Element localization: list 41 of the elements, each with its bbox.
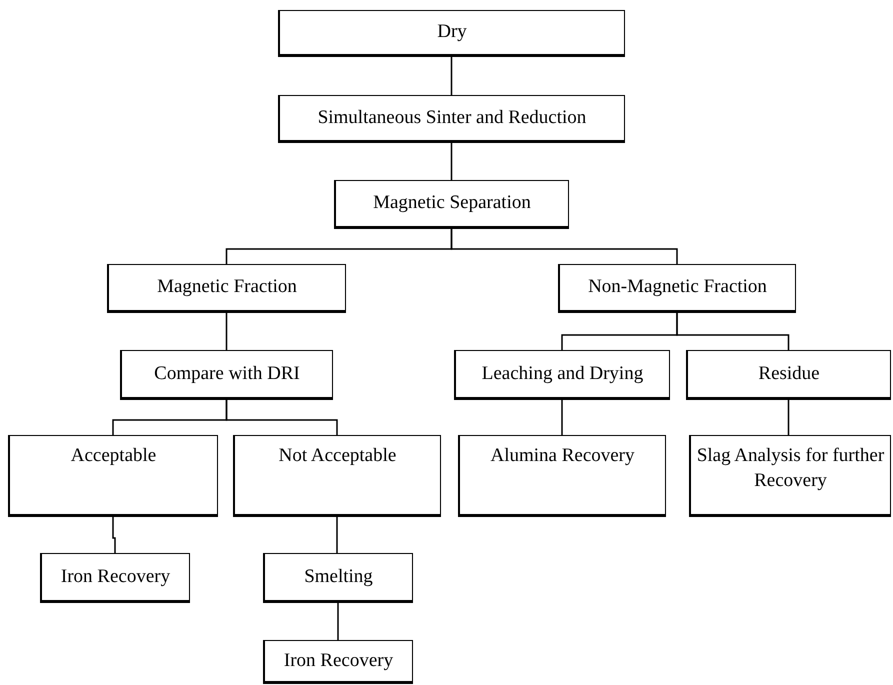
- process-box: [334, 180, 569, 229]
- step-label: Iron Recovery: [282, 648, 394, 673]
- process-box: [40, 553, 190, 603]
- process-box: [233, 435, 441, 517]
- connector-line: [450, 143, 452, 180]
- step-label: Simultaneous Sinter and Reduction: [316, 106, 588, 130]
- connector-line: [450, 229, 678, 264]
- step-label: Magnetic Separation: [372, 191, 532, 216]
- connector-line: [561, 400, 563, 435]
- step-label: Slag Analysis for further Recovery: [696, 444, 886, 493]
- step-label: Leaching and Drying: [480, 362, 644, 386]
- process-box: [263, 553, 413, 603]
- process-box: [278, 10, 625, 57]
- process-box: [107, 264, 346, 313]
- step-label: Not Acceptable: [278, 444, 398, 468]
- step-label: Magnetic Fraction: [156, 275, 298, 300]
- process-box: [686, 350, 891, 400]
- process-box: [8, 435, 218, 517]
- process-box: [558, 264, 796, 313]
- connector-line: [226, 400, 338, 435]
- connector-line: [112, 517, 116, 553]
- step-label: Dry: [436, 20, 468, 44]
- step-label: Acceptable: [70, 444, 158, 468]
- connector-line: [336, 517, 338, 553]
- connector-line: [788, 400, 790, 435]
- step-label: Residue: [757, 362, 821, 386]
- connector-line: [337, 603, 339, 640]
- step-label: Compare with DRI: [153, 362, 301, 386]
- process-box: [689, 435, 891, 517]
- step-label: Non-Magnetic Fraction: [587, 275, 768, 300]
- connector-line: [676, 313, 790, 350]
- process-box: [120, 350, 333, 400]
- process-box: [263, 640, 413, 684]
- step-label: Smelting: [303, 564, 374, 589]
- connector-line: [450, 57, 452, 95]
- step-label: Alumina Recovery: [489, 444, 636, 468]
- process-box: [278, 95, 625, 143]
- connector-line: [226, 313, 228, 350]
- process-box: [454, 350, 670, 400]
- process-box: [458, 435, 666, 517]
- step-label: Iron Recovery: [60, 564, 172, 589]
